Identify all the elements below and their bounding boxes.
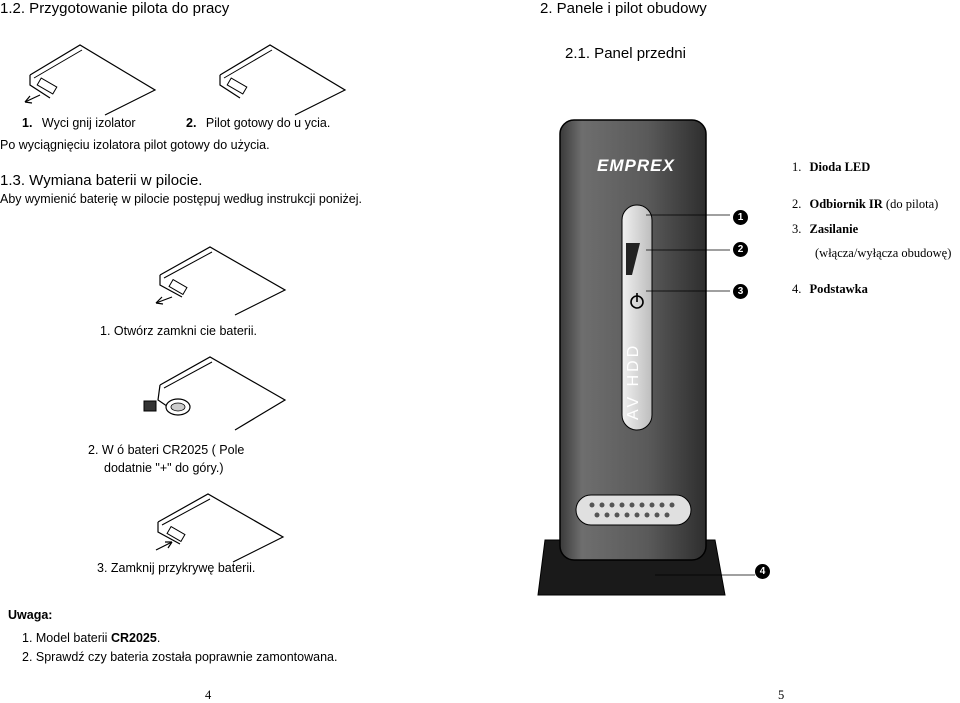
battery-open-illustration: [155, 246, 287, 316]
legend-item-2: 2. Odbiornik IR (do pilota): [792, 197, 938, 212]
legend-number: 3.: [792, 222, 802, 236]
page-number-right: 5: [778, 688, 785, 702]
legend-item-3-note: (włącza/wyłącza obudowę): [815, 246, 952, 260]
note-item-1: 1. Model baterii CR2025.: [22, 631, 160, 645]
step-number: 2.: [186, 116, 197, 130]
note-text: .: [156, 631, 161, 645]
legend-label: Podstawka: [809, 282, 868, 296]
legend-note: (do pilota): [885, 197, 939, 211]
legend-label: Zasilanie: [809, 222, 859, 236]
remote-isolator-illustration: [24, 44, 157, 116]
legend-item-3: 3. Zasilanie: [792, 222, 858, 237]
battery-step-2-line1: 2. W ó bateri CR2025 ( Pole: [88, 443, 245, 457]
battery-model: CR2025: [110, 631, 157, 645]
battery-step-1: 1. Otwórz zamkni cie baterii.: [100, 324, 257, 338]
step-text: Pilot gotowy do u ycia.: [205, 116, 331, 130]
section-heading-2: 2. Panele i pilot obudowy: [540, 0, 707, 17]
note-item-2: 2. Sprawdź czy bateria została poprawnie…: [22, 650, 338, 664]
section-heading-1-2: 1.2. Przygotowanie pilota do pracy: [0, 0, 230, 17]
battery-close-illustration: [155, 493, 285, 563]
callout-1: 1: [733, 210, 748, 225]
legend-number: 2.: [792, 197, 802, 211]
battery-step-2-line2: dodatnie "+" do góry.): [104, 461, 224, 475]
legend-item-1: 1. Dioda LED: [792, 160, 870, 175]
callout-4: 4: [755, 564, 770, 579]
section-heading-2-1: 2.1. Panel przedni: [565, 45, 686, 62]
legend-number: 1.: [792, 160, 802, 174]
step-remote-ready: 2. Pilot gotowy do u ycia.: [186, 116, 330, 130]
callout-2: 2: [733, 242, 748, 257]
instruction-text: Aby wymienić baterię w pilocie postępuj …: [0, 192, 362, 206]
after-removal-text: Po wyciągnięciu izolatora pilot gotowy d…: [0, 138, 270, 152]
note-title: Uwaga:: [8, 608, 53, 622]
legend-label: Odbiornik IR: [809, 197, 883, 211]
page-number-left: 4: [205, 688, 212, 702]
remote-ready-illustration: [219, 44, 347, 116]
callout-3: 3: [733, 284, 748, 299]
step-number: 1.: [22, 116, 33, 130]
brand-logo: EMPREX: [597, 156, 675, 175]
device-front-illustration: [537, 119, 755, 596]
battery-step-3: 3. Zamknij przykrywę baterii.: [97, 561, 256, 575]
step-remove-isolator: 1. Wyci gnij izolator: [22, 116, 136, 130]
legend-label: Dioda LED: [809, 160, 871, 174]
legend-number: 4.: [792, 282, 802, 296]
battery-insert-illustration: [143, 356, 287, 431]
device-vertical-label: AV HDD: [625, 342, 642, 420]
section-heading-1-3: 1.3. Wymiana baterii w pilocie.: [0, 172, 203, 189]
step-text: Wyci gnij izolator: [41, 116, 136, 130]
legend-item-4: 4. Podstawka: [792, 282, 868, 297]
note-text: 1. Model baterii: [22, 631, 111, 645]
